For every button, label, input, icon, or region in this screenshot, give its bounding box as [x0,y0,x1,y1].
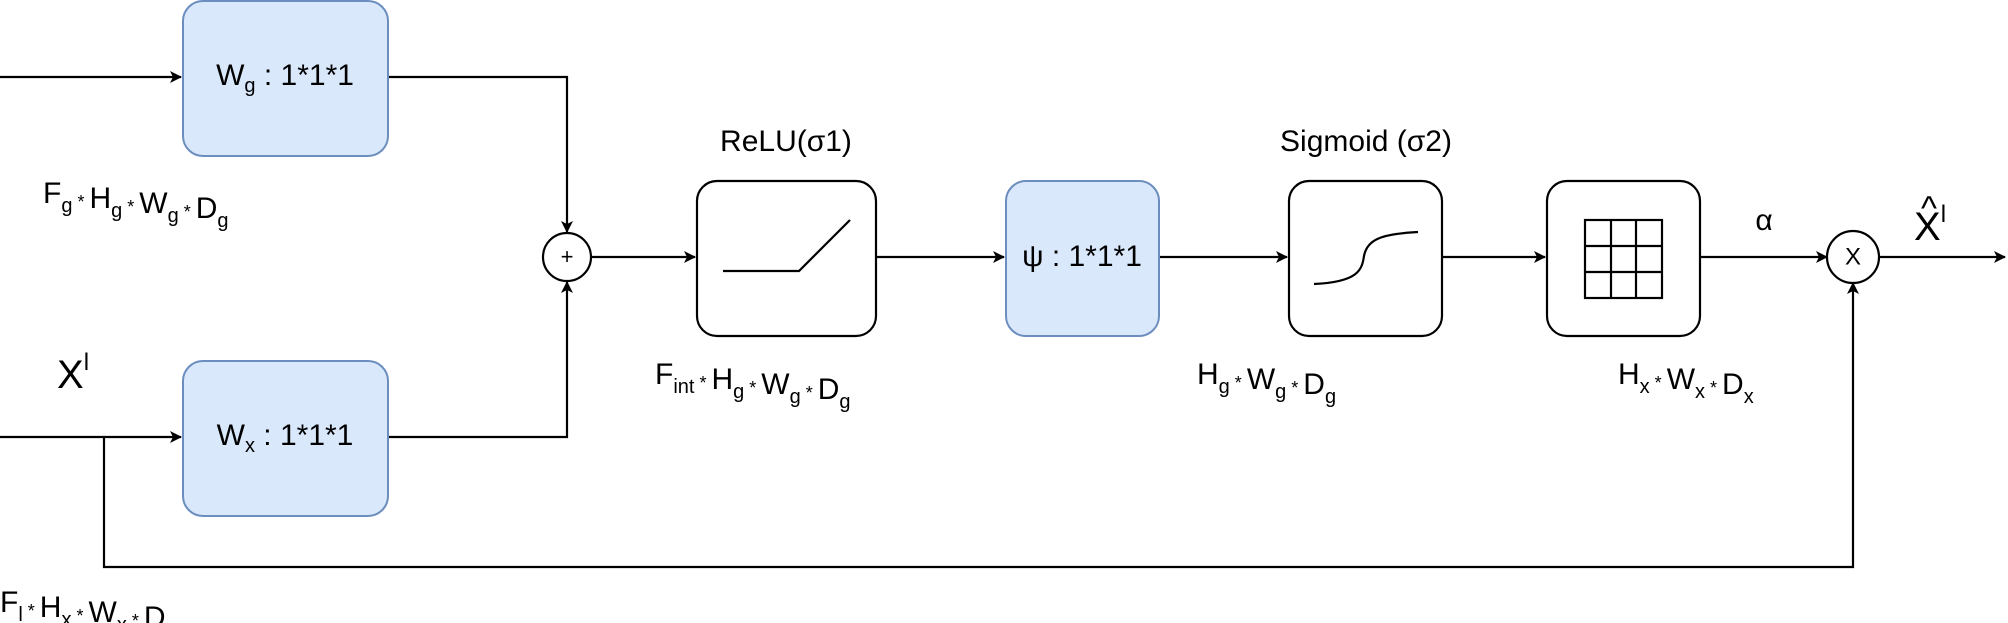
add-symbol: + [561,244,574,269]
output-x-label: ^ Xl [1914,190,1946,249]
svg-text:Xl: Xl [1914,201,1946,249]
wx-to-add-arrow [388,281,573,439]
wg-conv-block: Wg : 1*1*1 [182,0,389,157]
wg-to-add-arrow [388,75,573,233]
grid-icon [1583,218,1664,300]
wx-conv-block: Wx : 1*1*1 [182,360,389,517]
wg-label-sub: g [244,75,255,97]
alpha-label: α [1755,204,1772,237]
connectors [0,71,2006,569]
relu-block [695,179,878,338]
wx-label-sub: x [245,435,255,457]
wg-label-rest: : 1*1*1 [256,59,354,92]
multiply-symbol: X [1845,243,1861,270]
dim-label-sigmoid: Hg * Wg * Dg [1197,358,1336,408]
relu-title: ReLU(σ1) [720,125,852,158]
sigmoid-curve-icon [1313,230,1419,286]
dim-label-skip: Fl * Hx * Wx * Dx [0,586,176,623]
multiply-operator: X [1825,229,1881,285]
sigmoid-block [1287,179,1444,338]
input-x-label: Xl [57,349,89,397]
wg-label-main: W [216,59,245,92]
sigmoid-title: Sigmoid (σ2) [1280,125,1452,158]
svg-text:Wg : 1*1*1: Wg : 1*1*1 [216,59,354,97]
skip-bypass-arrow [102,282,1859,569]
dim-label-gating: Fg * Hg * Wg * Dg [43,177,229,232]
add-operator: + [541,231,593,283]
svg-text:Wx : 1*1*1: Wx : 1*1*1 [217,419,354,457]
svg-text:^: ^ [1921,190,1937,228]
psi-conv-block: ψ : 1*1*1 [1005,180,1160,337]
dim-label-relu: Fint * Hg * Wg * Dg [655,358,851,413]
relu-curve-icon [723,219,851,273]
resampler-block [1545,179,1702,338]
wx-label-rest: : 1*1*1 [255,419,353,452]
psi-label: ψ : 1*1*1 [1022,240,1142,273]
dim-label-resampler: Hx * Wx * Dx [1618,358,1754,408]
wx-label-main: W [217,419,246,452]
